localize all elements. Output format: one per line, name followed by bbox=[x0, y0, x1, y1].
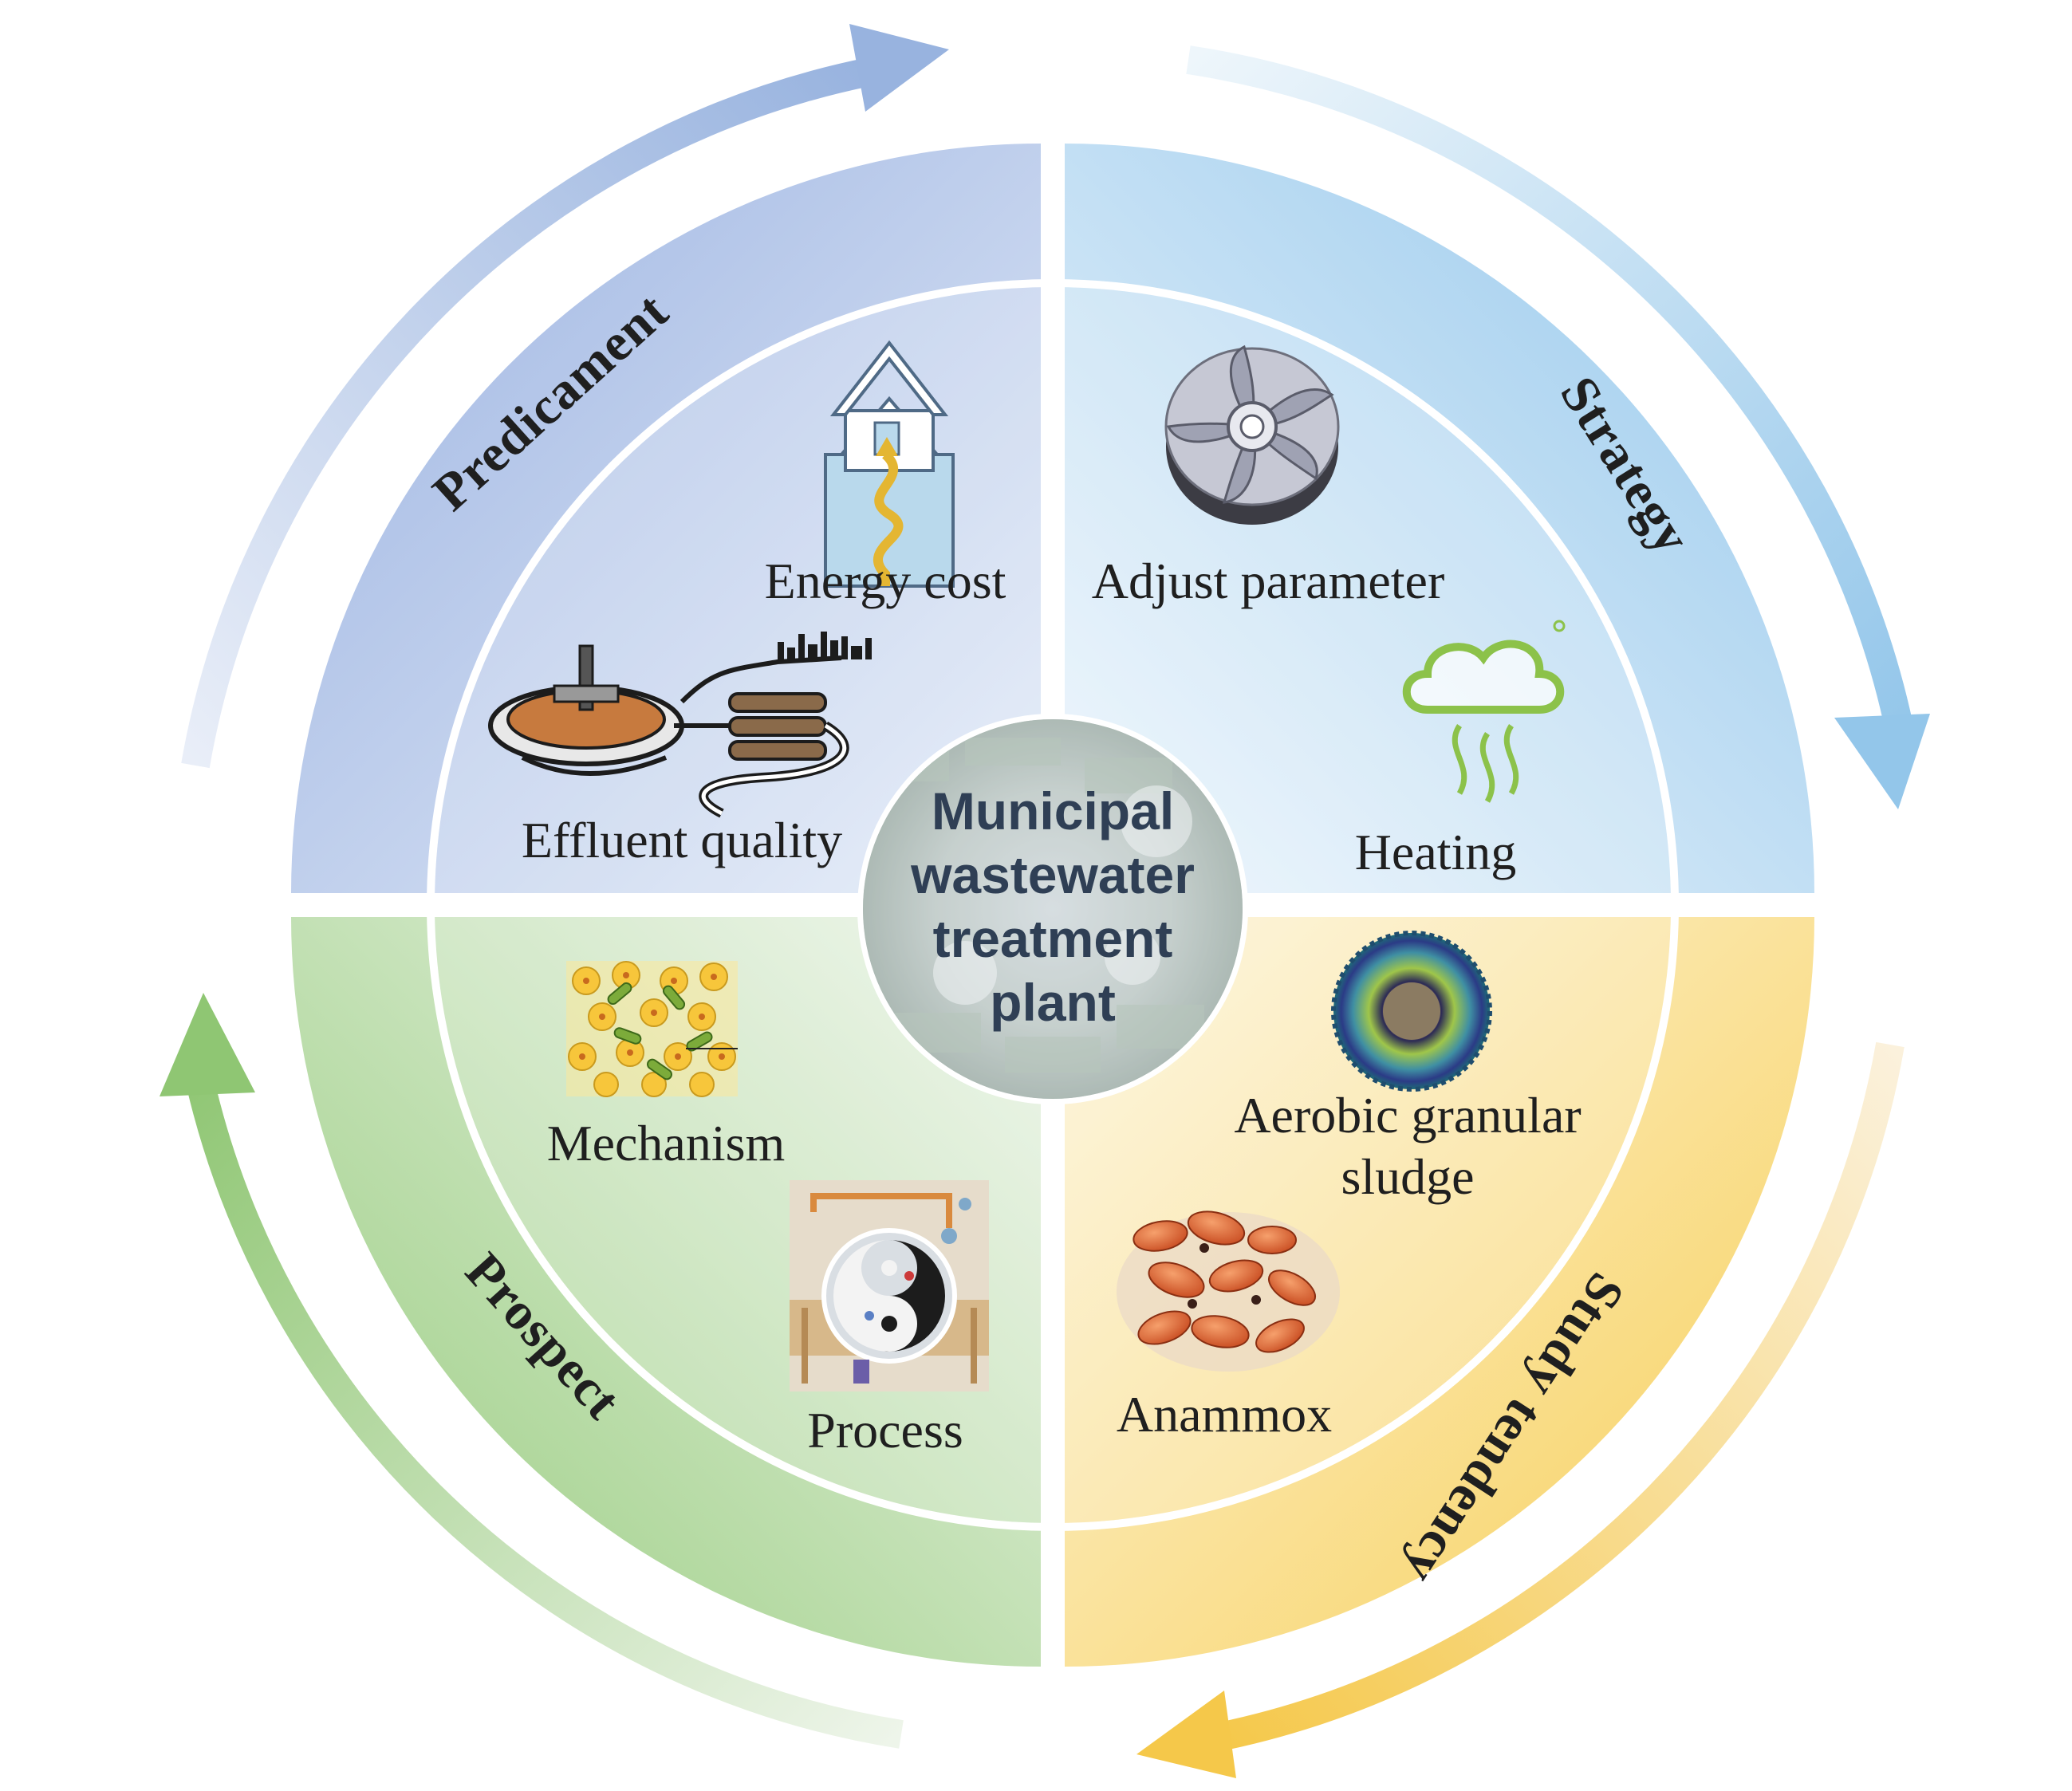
label-mechanism: Mechanism bbox=[547, 1115, 786, 1171]
reactor-process-icon bbox=[790, 1180, 989, 1391]
anammox-bacteria-icon bbox=[1117, 1210, 1340, 1372]
microbes-icon bbox=[566, 961, 738, 1097]
clarifier-plant-icon bbox=[488, 632, 872, 818]
quadrants bbox=[283, 136, 1822, 1679]
quadrant-strategy bbox=[1065, 144, 1814, 893]
center-line-1: Municipal bbox=[932, 781, 1174, 840]
center-line-4: plant bbox=[990, 973, 1116, 1032]
label-sludge: sludge bbox=[1341, 1148, 1474, 1205]
arrow-prospect bbox=[181, 1057, 904, 1749]
center-line-3: treatment bbox=[933, 909, 1173, 968]
quadrant-prospect bbox=[291, 917, 1041, 1667]
center-line-2: wastewater bbox=[910, 845, 1195, 904]
label-energy-cost: Energy cost bbox=[765, 553, 1006, 609]
item-labels: Energy cost Effluent quality Adjust para… bbox=[522, 553, 1582, 1458]
label-heating: Heating bbox=[1355, 824, 1517, 880]
house-heat-icon bbox=[824, 340, 955, 588]
label-adjust-parameter: Adjust parameter bbox=[1092, 553, 1445, 609]
arrowhead-study-tendency bbox=[1136, 1691, 1236, 1778]
arrow-strategy bbox=[1186, 45, 1916, 745]
center-disk: Municipal wastewater treatment plant bbox=[857, 714, 1248, 1104]
arrow-predicament bbox=[181, 57, 873, 769]
steam-cloud-icon bbox=[1402, 620, 1566, 803]
label-anammox: Anammox bbox=[1117, 1386, 1332, 1443]
label-effluent-quality: Effluent quality bbox=[522, 812, 842, 868]
arrowhead-strategy bbox=[1834, 714, 1930, 809]
quadrant-predicament bbox=[291, 144, 1041, 893]
label-aerobic-granular: Aerobic granular bbox=[1234, 1087, 1581, 1143]
granule-icon bbox=[1331, 931, 1492, 1092]
arrowhead-prospect bbox=[160, 993, 255, 1096]
label-process: Process bbox=[807, 1402, 963, 1458]
cycle-arrows bbox=[160, 24, 1930, 1778]
impeller-icon bbox=[1164, 344, 1340, 525]
arrow-study-tendency bbox=[1209, 1041, 1905, 1753]
quadrant-study-tendency bbox=[1065, 917, 1814, 1667]
arrowhead-predicament bbox=[849, 24, 949, 112]
